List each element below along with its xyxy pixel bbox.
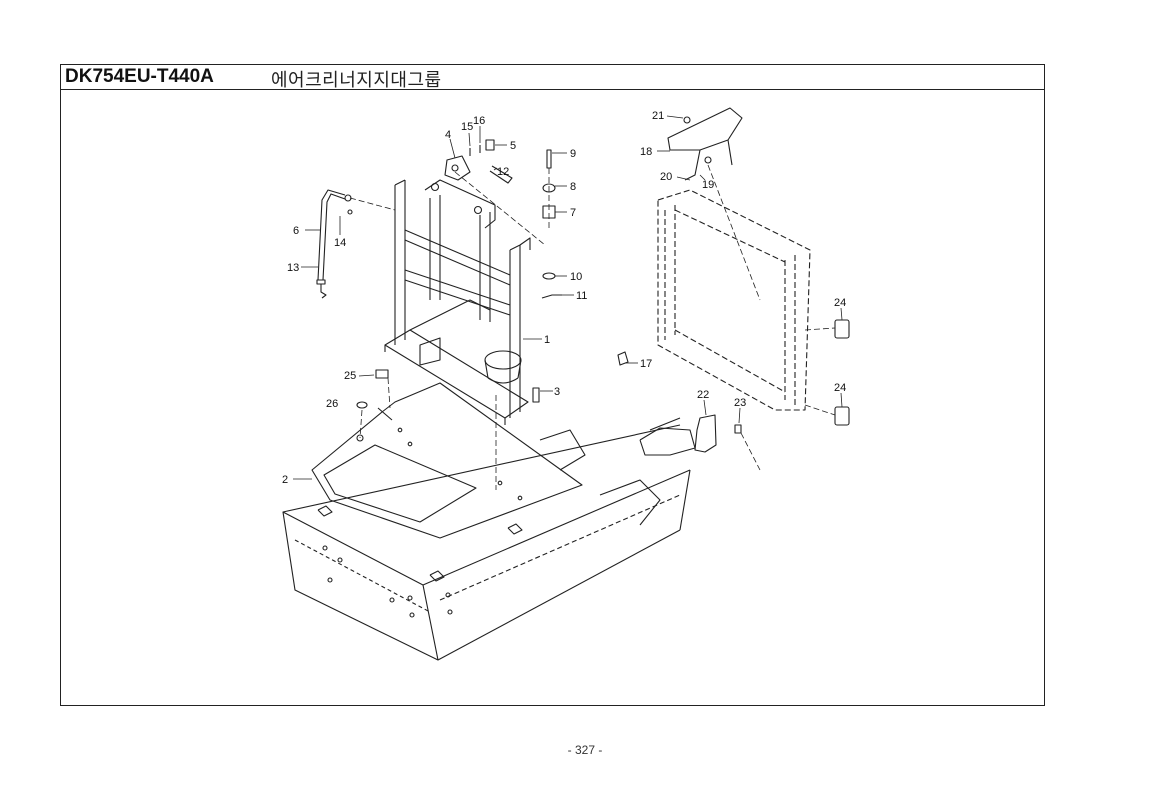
callout-25: 25	[344, 370, 356, 382]
callout-22: 22	[697, 389, 709, 401]
callout-18: 18	[640, 146, 652, 158]
base-plate	[311, 382, 583, 539]
leader-lines	[293, 115, 843, 480]
callout-14: 14	[334, 237, 346, 249]
callout-8: 8	[570, 181, 576, 193]
callout-7: 7	[570, 207, 576, 219]
callout-12: 12	[497, 166, 509, 178]
callout-19: 19	[702, 179, 714, 191]
callout-23: 23	[734, 397, 746, 409]
air-cleaner-bracket	[667, 107, 850, 453]
radiator-support	[657, 189, 811, 411]
callout-1: 1	[544, 334, 550, 346]
callout-17: 17	[640, 358, 652, 370]
callout-24-second: 24	[834, 382, 846, 394]
model-number: DK754EU-T440A	[65, 66, 214, 87]
assembly-lines	[349, 164, 836, 490]
callout-11: 11	[576, 290, 587, 302]
support-frame	[384, 179, 531, 425]
diagram-frame: DK754EU-T440A 에어크리너지지대그룹	[60, 64, 1045, 706]
callout-6: 6	[293, 225, 299, 237]
page-number: - 327 -	[567, 743, 603, 757]
callout-2: 2	[282, 474, 288, 486]
callout-26: 26	[326, 398, 338, 410]
callout-labels: 1 2 3 4 5 6 7 8 9 10 11 12 13 14 15 16 1…	[282, 110, 846, 486]
callout-9: 9	[570, 148, 576, 160]
callout-24: 24	[834, 297, 846, 309]
callout-13: 13	[287, 262, 299, 274]
group-title: 에어크리너지지대그룹	[271, 70, 442, 91]
header-bar: DK754EU-T440A 에어크리너지지대그룹	[61, 65, 1044, 91]
callout-5: 5	[510, 140, 516, 152]
callout-10: 10	[570, 271, 582, 283]
callout-21: 21	[652, 110, 664, 122]
callout-16: 16	[473, 115, 485, 127]
callout-3: 3	[554, 386, 560, 398]
callout-4: 4	[445, 129, 451, 141]
tractor-frame	[282, 417, 696, 661]
callout-20: 20	[660, 171, 672, 183]
callout-15: 15	[461, 121, 473, 133]
